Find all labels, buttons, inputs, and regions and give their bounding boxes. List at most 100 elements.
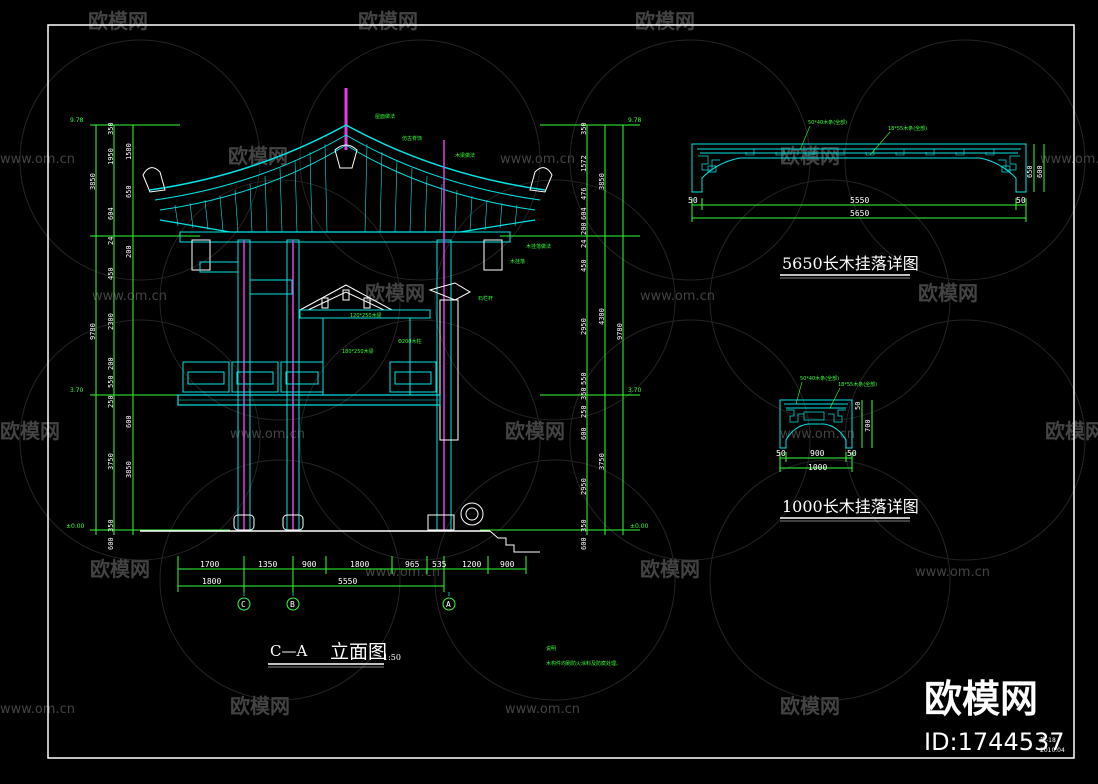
dim-label: 900	[500, 560, 515, 569]
watermark-brand: 欧模网	[0, 419, 60, 443]
dim-label: 604	[580, 207, 588, 220]
dim-label: 24	[580, 240, 588, 248]
left-dim-labels: 350 1950 3850 1580 604 650 24 200 450 97…	[89, 122, 133, 550]
grid-label-a: A	[446, 600, 451, 609]
watermark-brand: 欧模网	[505, 419, 565, 443]
dim-label: 2300	[107, 313, 115, 330]
watermark-url: www.om.cn	[0, 152, 75, 167]
detail-label: 18*55木条(全部)	[838, 381, 877, 388]
id-badge: 欧模网 ID:1744537	[924, 677, 1065, 756]
dim-label: 3850	[125, 461, 133, 478]
detail-1000-title: 1000长木挂落详图	[782, 497, 919, 516]
grid-label-c: C	[241, 600, 246, 609]
elevation-title-text: 立面图	[330, 641, 387, 663]
watermark-brand: 欧模网	[90, 557, 150, 581]
dim-label: 600	[1036, 165, 1044, 178]
dim-label: 550	[580, 372, 588, 385]
notes-text: 木构件均刷防火涂料及防腐处理。	[546, 660, 621, 667]
sheet-frame	[47, 24, 1075, 759]
dim-label: 1572	[580, 155, 588, 172]
dim-label: 600	[125, 415, 133, 428]
detail-5650: 50 5550 50 5650 650 600 50*40木条(全部) 18*5…	[688, 119, 1045, 279]
watermark-url: www.om.cn	[230, 427, 305, 442]
dim-label: 450	[580, 259, 588, 272]
dim-label: 50	[847, 449, 857, 458]
watermark-layer: 欧模网 欧模网 欧模网 欧模网 欧模网 www.om.cn www.om.cn …	[0, 9, 1098, 718]
dim-label: 600	[580, 537, 588, 550]
watermark-brand: 欧模网	[780, 694, 840, 718]
badge-id: ID:1744537	[924, 728, 1065, 756]
elevation-annotations: 屋面做法 仿古脊饰 木梁做法 120*250木梁 180*250木梁 Φ200木…	[342, 113, 551, 355]
grid-label-b: B	[290, 600, 295, 609]
dim-label: 1950	[107, 148, 115, 165]
watermark-brand: 欧模网	[358, 9, 418, 33]
bottom-dimensions: 1700 1350 900 1800 965 535 1200 900 1800…	[177, 556, 527, 611]
dim-label: 200	[107, 357, 115, 370]
elevation-title: C—A 立面图 1:50	[268, 641, 401, 668]
dim-label: 50	[688, 196, 698, 205]
detail-label: 18*55木条(全部)	[888, 125, 927, 132]
dim-label: 3750	[598, 453, 606, 470]
dim-label: 1200	[462, 560, 481, 569]
dim-label: 1580	[125, 143, 133, 160]
level-marks: ±0.00 ±0.00 3.70 3.70 9.78 9.78	[66, 117, 649, 530]
dim-label: 3850	[598, 173, 606, 190]
dim-label: 600	[107, 537, 115, 550]
watermark-url: www.om.cn	[500, 152, 575, 167]
annotation-label: 石栏杆	[478, 295, 493, 302]
watermark-brand: 欧模网	[365, 281, 425, 305]
annotation-label: 木梁做法	[455, 152, 475, 159]
watermark-brand: 欧模网	[635, 9, 695, 33]
dim-label: 1350	[258, 560, 277, 569]
dim-label: 200	[580, 222, 588, 235]
level-mark: 9.78	[628, 117, 642, 124]
annotation-label: 120*250木梁	[350, 312, 382, 319]
badge-brand: 欧模网	[924, 677, 1038, 721]
dim-label: 1800	[350, 560, 369, 569]
annotation-label: Φ200木柱	[398, 338, 421, 345]
level-mark: 9.78	[70, 117, 84, 124]
elevation-title-prefix: C—A	[270, 642, 307, 660]
dim-label: 200	[125, 245, 133, 258]
sheet-date: 2010.04	[1040, 747, 1065, 754]
dim-label: 2950	[580, 478, 588, 495]
dim-label: 5650	[850, 209, 869, 218]
notes: 说明 木构件均刷防火涂料及防腐处理。	[546, 645, 621, 667]
annotation-label: 屋面做法	[375, 113, 395, 120]
dim-label: 1800	[202, 577, 221, 586]
elevation-drawing: 350 1950 3850 1580 604 650 24 200 450 97…	[66, 88, 649, 668]
dim-label: 3850	[89, 173, 97, 190]
dim-label: 5550	[338, 577, 357, 586]
level-mark: ±0.00	[66, 523, 85, 530]
dim-label: 50	[1016, 196, 1026, 205]
dim-label: 1700	[200, 560, 219, 569]
dim-label: 50	[854, 402, 862, 410]
annotation-label: 180*250木梁	[342, 348, 374, 355]
dim-label: 2950	[580, 318, 588, 335]
dim-label: 350	[107, 122, 115, 135]
sheet-number: 建-18	[1040, 736, 1056, 744]
detail-5650-title: 5650长木挂落详图	[782, 254, 919, 273]
dim-label: 350	[580, 519, 588, 532]
dim-label: 900	[810, 449, 825, 458]
watermark-url: www.om.cn	[640, 289, 715, 304]
dim-label: 50	[776, 449, 786, 458]
dim-label: 350	[107, 519, 115, 532]
dim-label: 350	[580, 122, 588, 135]
annotation-label: 木挂落	[510, 258, 525, 265]
notes-title: 说明	[546, 645, 556, 652]
dim-label: 550	[107, 375, 115, 388]
dim-label: 250	[580, 405, 588, 418]
watermark-url: www.om.cn	[1040, 152, 1098, 167]
dim-label: 3750	[107, 453, 115, 470]
watermark-brand: 欧模网	[88, 9, 148, 33]
watermark-url: www.om.cn	[505, 702, 580, 717]
dim-label: 9780	[89, 323, 97, 340]
right-dim-labels: 350 1572 3850 476 604 200 24 450 4300 29…	[580, 122, 624, 550]
dim-label: 5550	[850, 196, 869, 205]
annotation-label: 仿古脊饰	[402, 135, 422, 142]
dim-label: 700	[864, 419, 872, 432]
pavilion-roof	[142, 88, 553, 233]
pavilion-structure	[140, 140, 540, 553]
dim-label: 450	[107, 267, 115, 280]
